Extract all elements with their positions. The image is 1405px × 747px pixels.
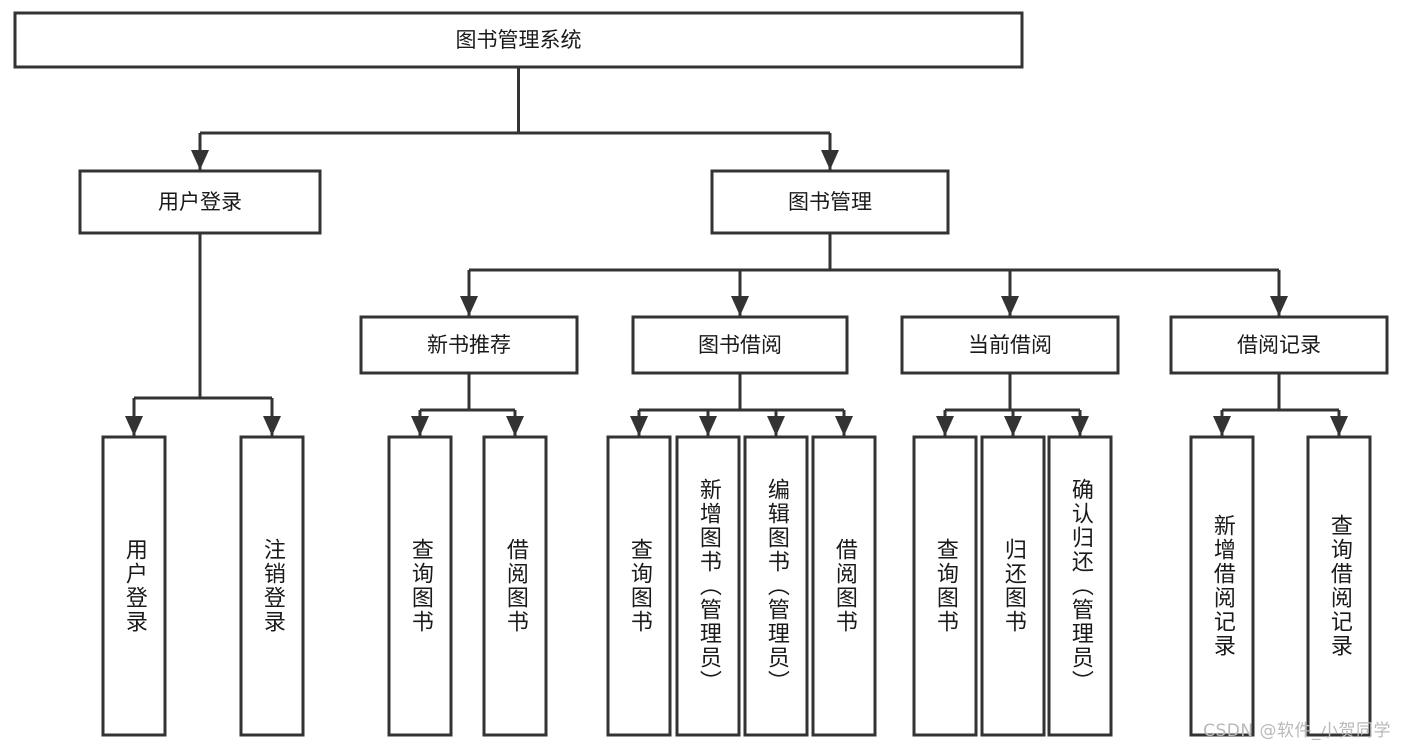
arrow-head-icon xyxy=(125,416,143,436)
arrow-head-icon xyxy=(411,416,429,436)
arrow-head-icon xyxy=(936,416,954,436)
node-box-leaf-edit-book[interactable] xyxy=(743,435,809,737)
arrow-head-icon xyxy=(767,416,785,436)
node-box-book-borrow[interactable] xyxy=(631,315,849,375)
node-leaf-query-book-2[interactable] xyxy=(606,435,672,737)
node-book-manage[interactable] xyxy=(710,169,950,235)
node-box-current-borrow[interactable] xyxy=(900,315,1120,375)
node-box-leaf-borrow-book-1[interactable] xyxy=(482,435,548,737)
arrow-head-icon xyxy=(1270,296,1288,316)
node-leaf-confirm-return[interactable] xyxy=(1047,435,1113,737)
node-leaf-logout-login[interactable] xyxy=(239,435,305,737)
node-leaf-edit-book[interactable] xyxy=(743,435,809,737)
node-box-leaf-confirm-return[interactable] xyxy=(1047,435,1113,737)
node-leaf-borrow-book-1[interactable] xyxy=(482,435,548,737)
node-label-new-book-recommend: 新书推荐 xyxy=(427,333,511,357)
arrow-head-icon xyxy=(835,416,853,436)
node-borrow-record[interactable] xyxy=(1169,315,1389,375)
node-box-leaf-logout-login[interactable] xyxy=(239,435,305,737)
node-label-root: 图书管理系统 xyxy=(456,28,582,52)
arrow-head-icon xyxy=(263,416,281,436)
node-leaf-query-book-3[interactable] xyxy=(912,435,978,737)
node-user-login[interactable] xyxy=(78,169,322,235)
node-new-book-recommend[interactable] xyxy=(359,315,579,375)
connector-layer xyxy=(125,67,1348,436)
arrow-head-icon xyxy=(1004,416,1022,436)
arrow-head-icon xyxy=(1071,416,1089,436)
node-box-user-login[interactable] xyxy=(78,169,322,235)
node-current-borrow[interactable] xyxy=(900,315,1120,375)
node-label-user-login: 用户登录 xyxy=(158,190,242,214)
arrow-head-icon xyxy=(460,296,478,316)
node-box-leaf-borrow-book-2[interactable] xyxy=(811,435,877,737)
node-leaf-add-borrow-record[interactable] xyxy=(1189,435,1255,737)
node-box-leaf-user-login[interactable] xyxy=(101,435,167,737)
node-leaf-return-book[interactable] xyxy=(980,435,1046,737)
arrow-head-icon xyxy=(1213,416,1231,436)
node-label-book-manage: 图书管理 xyxy=(788,190,872,214)
node-box-leaf-return-book[interactable] xyxy=(980,435,1046,737)
arrow-head-icon xyxy=(699,416,717,436)
arrow-head-icon xyxy=(1001,296,1019,316)
node-box-book-manage[interactable] xyxy=(710,169,950,235)
node-box-leaf-add-borrow-record[interactable] xyxy=(1189,435,1255,737)
node-box-borrow-record[interactable] xyxy=(1169,315,1389,375)
arrow-head-icon xyxy=(1330,416,1348,436)
node-box-leaf-query-book-2[interactable] xyxy=(606,435,672,737)
node-layer xyxy=(13,11,1389,737)
node-leaf-query-book-1[interactable] xyxy=(387,435,453,737)
node-box-root[interactable] xyxy=(13,11,1024,69)
node-box-leaf-query-book-1[interactable] xyxy=(387,435,453,737)
node-leaf-user-login[interactable] xyxy=(101,435,167,737)
arrow-head-icon xyxy=(821,150,839,170)
arrow-head-icon xyxy=(731,296,749,316)
arrow-head-icon xyxy=(506,416,524,436)
node-label-current-borrow: 当前借阅 xyxy=(968,333,1052,357)
node-root[interactable] xyxy=(13,11,1024,69)
node-label-book-borrow: 图书借阅 xyxy=(698,333,782,357)
csdn-watermark: CSDN @软件_小贺同学 xyxy=(1203,721,1391,741)
node-leaf-borrow-book-2[interactable] xyxy=(811,435,877,737)
arrow-head-icon xyxy=(630,416,648,436)
arrow-head-icon xyxy=(191,150,209,170)
node-book-borrow[interactable] xyxy=(631,315,849,375)
node-label-borrow-record: 借阅记录 xyxy=(1237,333,1321,357)
node-box-leaf-query-book-3[interactable] xyxy=(912,435,978,737)
node-box-leaf-query-borrow-record[interactable] xyxy=(1306,435,1372,737)
node-box-new-book-recommend[interactable] xyxy=(359,315,579,375)
node-leaf-query-borrow-record[interactable] xyxy=(1306,435,1372,737)
node-leaf-add-book[interactable] xyxy=(675,435,741,737)
node-box-leaf-add-book[interactable] xyxy=(675,435,741,737)
